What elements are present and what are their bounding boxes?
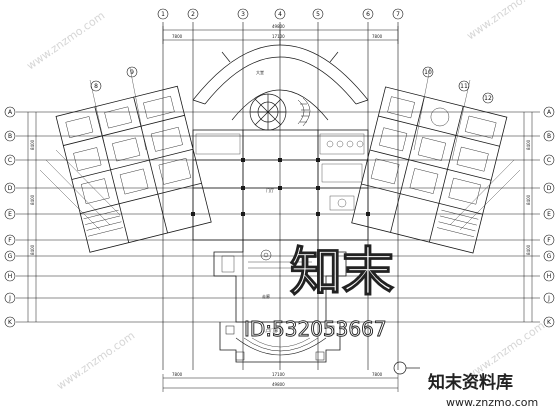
north-arrow-icon: [393, 361, 420, 375]
grid-left-f: F: [8, 237, 12, 244]
grid-top-12: 12: [484, 95, 492, 102]
dim-bottom-right: 7800: [372, 372, 383, 377]
grid-left-h: H: [8, 273, 13, 280]
grid-left-j: J: [8, 295, 11, 302]
horizontal-grid-lines: [16, 111, 540, 323]
dim-bottom-left: 7800: [172, 372, 183, 377]
grid-left-c: C: [8, 157, 12, 164]
grid-right-a: A: [547, 109, 552, 116]
grid-top-1: 1: [161, 11, 165, 18]
dim-right-3: 8400: [526, 244, 531, 255]
grid-right-b: B: [547, 133, 551, 140]
dim-left-2: 8400: [30, 194, 35, 205]
grid-top-3: 3: [241, 11, 245, 18]
dim-bottom-mid: 17100: [272, 372, 285, 377]
columns: [191, 158, 370, 216]
dim-top-right: 7800: [372, 34, 383, 39]
grid-right-d: D: [547, 185, 552, 192]
grid-right-g: G: [547, 253, 552, 260]
grid-left-e: E: [8, 211, 12, 218]
grid-top-8: 8: [94, 83, 98, 90]
top-dimension-lines: [162, 26, 399, 44]
grid-right-e: E: [547, 211, 551, 218]
grid-top-7: 7: [396, 11, 400, 18]
grid-top-2: 2: [191, 11, 195, 18]
grid-top-4: 4: [278, 11, 282, 18]
room-entrance: 入口门廊: [262, 327, 278, 333]
watermark-foreground: 知末 ID:532053667: [244, 242, 395, 341]
right-dimension-lines: [523, 112, 533, 322]
watermark-id-text: ID:532053667: [244, 317, 387, 341]
grid-right-f: F: [547, 237, 551, 244]
watermark-url-2: www.znzmo.com: [464, 0, 547, 42]
dim-top-mid: 17100: [272, 34, 285, 39]
central-fixtures: [195, 133, 365, 211]
dim-top-total: 49800: [272, 24, 285, 29]
right-grid-bubbles: [543, 106, 555, 328]
dim-bottom-total: 49800: [272, 382, 285, 387]
right-wing-leaders: [413, 67, 521, 231]
watermark-url-1: www.znzmo.com: [24, 9, 107, 73]
brand-cn-text: 知末资料库: [427, 372, 513, 393]
grid-top-10: 10: [424, 69, 432, 76]
left-wing: [55, 85, 212, 253]
grid-top-5: 5: [316, 11, 320, 18]
grid-left-d: D: [8, 185, 13, 192]
left-grid-bubbles: [4, 106, 16, 328]
grid-left-b: B: [8, 133, 12, 140]
grid-top-9: 9: [130, 69, 134, 76]
dim-left-1: 8400: [30, 139, 35, 150]
left-wing-leaders: [39, 67, 147, 231]
watermark-logo-text: 知末: [290, 243, 394, 303]
lower-block: [213, 240, 347, 323]
room-corridor: 走廊: [262, 293, 270, 299]
dim-right-2: 8400: [526, 194, 531, 205]
grid-top-11: 11: [460, 83, 468, 90]
grid-left-a: A: [8, 109, 13, 116]
dim-right-1: 8400: [526, 139, 531, 150]
bottom-dimension-lines: [162, 374, 399, 392]
central-stair: [297, 97, 311, 127]
grid-top-6: 6: [366, 11, 370, 18]
room-lobby: 门厅: [266, 187, 274, 193]
dim-top-left: 7800: [172, 34, 183, 39]
watermark-url-3: www.znzmo.com: [54, 329, 137, 393]
grid-right-k: K: [547, 319, 552, 326]
entrance-portico: [219, 322, 341, 363]
brand-url-text: www.znzmo.com: [446, 396, 538, 409]
grid-right-c: C: [547, 157, 551, 164]
grid-right-j: J: [547, 295, 550, 302]
grid-left-k: K: [8, 319, 13, 326]
room-rotunda: 大堂: [256, 69, 264, 75]
dim-left-3: 8400: [30, 244, 35, 255]
top-grid-bubbles: [90, 8, 494, 104]
right-wing: [351, 86, 508, 254]
left-dimension-lines: [27, 112, 37, 322]
brand-logo: 知末资料库 www.znzmo.com: [427, 372, 538, 409]
grid-left-g: G: [8, 253, 13, 260]
rotunda: [192, 30, 369, 131]
grid-right-h: H: [547, 273, 552, 280]
